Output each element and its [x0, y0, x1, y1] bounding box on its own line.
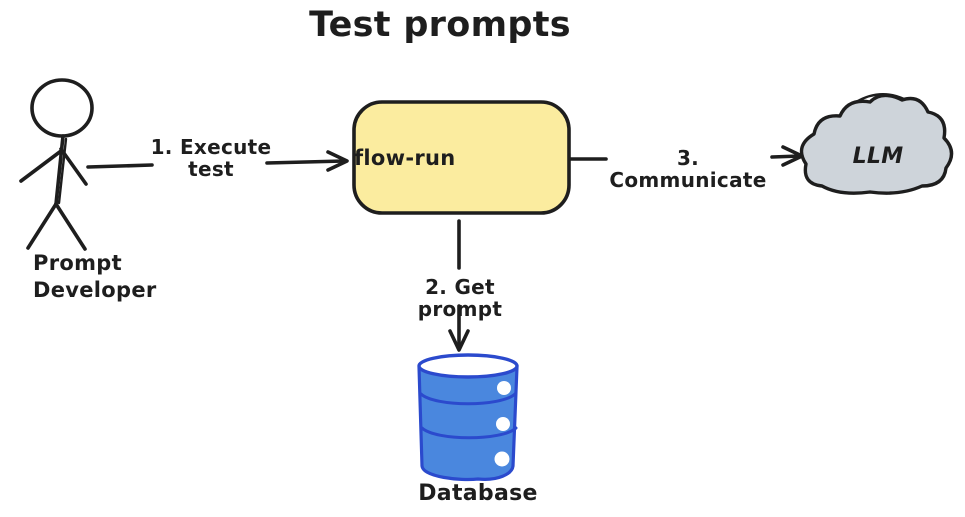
actor-stick-figure: [19, 78, 94, 251]
llm-node-label: LLM: [852, 144, 904, 169]
edge-communicate-label: 3. Communicate: [609, 146, 767, 192]
edge-get-prompt-arrow: [448, 219, 470, 352]
llm-cloud-node: [799, 93, 954, 195]
flow-run-node: [352, 100, 571, 215]
diagram-title: Test prompts: [309, 5, 571, 45]
edge-execute-test-label: 1. Execute test: [150, 135, 272, 181]
edge-get-prompt-label: 2. Get prompt: [417, 275, 503, 321]
edge-execute-test-arrow: [86, 150, 349, 172]
database-node-label: Database: [418, 481, 538, 506]
database-node: [417, 353, 519, 482]
actor-label: Prompt Developer: [33, 251, 157, 302]
flow-run-node-label: flow-run: [354, 146, 456, 170]
